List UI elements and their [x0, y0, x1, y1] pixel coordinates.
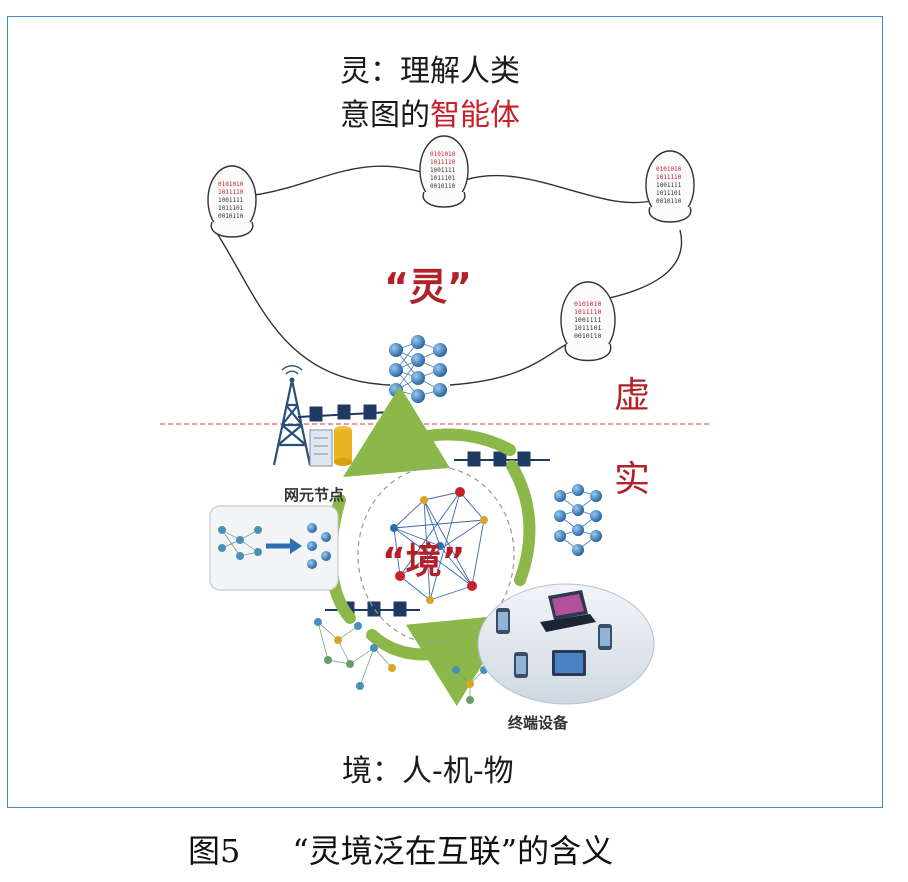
binary-digits: 0010110: [574, 332, 601, 340]
tablet-icon: [552, 650, 586, 676]
ling-definition-prefix: 意图的: [340, 98, 430, 133]
ling-definition-line2: 意图的智能体: [340, 90, 520, 134]
terminal-devices-label: 终端设备: [508, 714, 569, 732]
figure-frame: [7, 16, 883, 808]
jing-definition: 境：人-机-物: [342, 754, 514, 789]
network-node-label: 网元节点: [284, 486, 345, 504]
ling-definition-highlight: 智能体: [430, 98, 520, 133]
binary-digits: 0101010: [430, 151, 456, 158]
laptop-icon: [540, 590, 596, 632]
binary-digits: 1011101: [218, 205, 244, 212]
binary-digits: 1011101: [656, 190, 682, 197]
binary-digits: 1011101: [574, 324, 601, 332]
binary-digits: 1001111: [430, 167, 456, 174]
figure-caption: 图5 “灵境泛在互联”的含义: [188, 826, 613, 872]
ling-definition: 灵：理解人类: [340, 54, 520, 89]
real-label: 实: [614, 459, 651, 500]
head-links: [214, 165, 683, 386]
binary-digits: 0010110: [218, 213, 244, 220]
model-compression-panel: [209, 505, 339, 591]
cell-tower-icon: [272, 365, 312, 466]
binary-digits: 1001111: [656, 182, 682, 189]
server-icon: [309, 426, 352, 467]
figure-number: 图5: [188, 832, 241, 870]
jing-boundary: [357, 466, 515, 644]
binary-digits: 0101010: [574, 300, 601, 308]
binary-digits: 1001111: [218, 197, 244, 204]
binary-digits: 1011101: [430, 175, 456, 182]
small-network-nodes: [314, 618, 488, 704]
neural-network-icon: [554, 484, 602, 556]
network-link-icon: [297, 404, 393, 422]
binary-digits: 1011110: [430, 159, 456, 166]
smartphone-icon: [496, 608, 612, 678]
binary-digits: 0101010: [218, 181, 244, 188]
binary-digits: 1011110: [656, 174, 682, 181]
binary-digits: 1011110: [218, 189, 244, 196]
binary-digits: 0101010: [656, 166, 682, 173]
binary-digits: 0010110: [656, 198, 682, 205]
binary-digits: 0010110: [430, 183, 456, 190]
neural-network-icon: [389, 335, 447, 403]
virtual-label: 虚: [614, 375, 651, 416]
jing-label: “境”: [382, 541, 466, 582]
binary-digits: 1001111: [574, 316, 601, 324]
figure-caption-text: “灵境泛在互联”的含义: [292, 832, 614, 870]
binary-digits: 1011110: [574, 308, 601, 316]
mesh-nodes: [390, 487, 488, 604]
network-link-icon: [454, 451, 550, 467]
ling-label: “灵”: [384, 265, 472, 309]
